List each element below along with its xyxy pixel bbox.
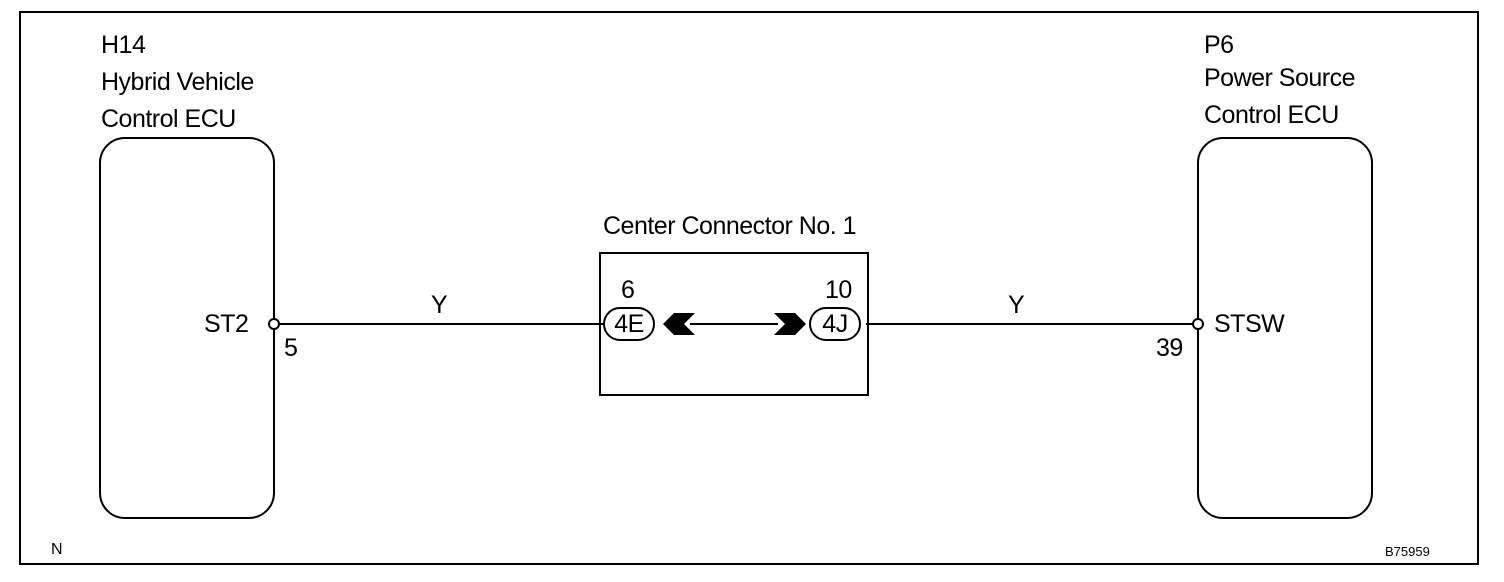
left-terminal-pin: 5 bbox=[284, 334, 298, 362]
right-terminal-pin: 39 bbox=[1156, 334, 1183, 362]
figure-code: B75959 bbox=[1385, 544, 1430, 559]
left-ecu-name-line2: Control ECU bbox=[101, 105, 236, 133]
left-terminal-name: ST2 bbox=[204, 310, 249, 338]
corner-mark: N bbox=[51, 541, 63, 558]
right-ecu-name-line2: Control ECU bbox=[1204, 101, 1339, 129]
right-ecu-code: P6 bbox=[1204, 31, 1234, 59]
connector-left-pin-number: 6 bbox=[621, 276, 635, 304]
left-terminal-circle-icon bbox=[268, 318, 280, 330]
diagram-frame bbox=[19, 11, 1479, 565]
right-terminal-name: STSW bbox=[1214, 310, 1285, 338]
right-terminal-circle-icon bbox=[1192, 318, 1204, 330]
left-wire-color-label: Y bbox=[431, 291, 448, 319]
right-wire-color-label: Y bbox=[1008, 291, 1025, 319]
left-connector-arrow-icon bbox=[663, 313, 695, 335]
connector-right-pin-number: 10 bbox=[825, 276, 852, 304]
left-ecu-name-line1: Hybrid Vehicle bbox=[101, 68, 254, 96]
connector-title: Center Connector No. 1 bbox=[603, 212, 857, 240]
connector-right-terminal: 4J bbox=[809, 307, 861, 341]
connector-left-terminal: 4E bbox=[603, 307, 655, 341]
right-connector-arrow-icon bbox=[774, 313, 806, 335]
right-ecu-name-line1: Power Source bbox=[1204, 64, 1356, 92]
left-ecu-code: H14 bbox=[101, 31, 146, 59]
